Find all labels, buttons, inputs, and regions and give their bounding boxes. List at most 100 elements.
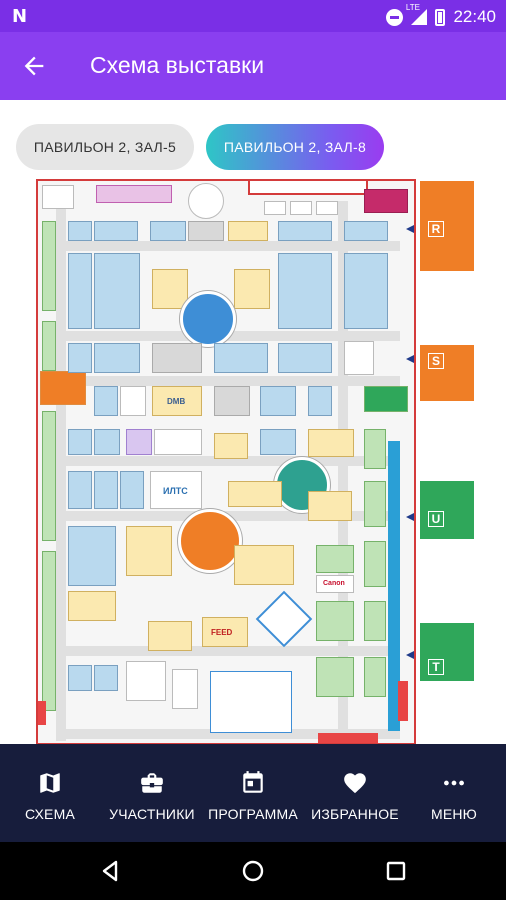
conference-block-r[interactable]: R (420, 181, 474, 271)
booth[interactable] (68, 526, 116, 586)
nav-map[interactable]: СХЕМА (24, 744, 76, 842)
nav-participants[interactable]: УЧАСТНИКИ (104, 744, 200, 842)
booth[interactable] (364, 541, 386, 587)
booth[interactable] (260, 386, 296, 416)
booth[interactable] (278, 253, 332, 329)
exhibition-map[interactable]: DMB ИЛТС (0, 175, 506, 745)
booth[interactable] (228, 221, 268, 241)
booth[interactable] (94, 665, 118, 691)
conference-block-s[interactable]: S (420, 345, 474, 401)
heart-icon (344, 773, 366, 794)
booth[interactable] (188, 183, 224, 219)
booth[interactable] (308, 429, 354, 457)
booth[interactable] (94, 221, 138, 241)
booth[interactable] (68, 343, 92, 373)
recents-square-icon[interactable] (384, 859, 408, 883)
booth[interactable] (188, 221, 224, 241)
booth[interactable] (68, 665, 92, 691)
nav-map-label: СХЕМА (25, 806, 75, 822)
booth[interactable] (126, 661, 166, 701)
booth[interactable] (364, 657, 386, 697)
booth[interactable] (214, 343, 268, 373)
booth-green[interactable] (364, 386, 408, 412)
booth[interactable] (120, 471, 144, 509)
arrow-left-icon[interactable] (20, 52, 48, 80)
booth[interactable] (68, 221, 92, 241)
booth-red-label[interactable] (364, 189, 408, 213)
nav-menu[interactable]: МЕНЮ (428, 744, 480, 842)
booth[interactable] (68, 591, 116, 621)
booth[interactable] (308, 386, 332, 416)
nav-menu-label: МЕНЮ (430, 806, 478, 822)
booth[interactable] (255, 590, 313, 648)
booth[interactable] (364, 601, 386, 641)
conference-block-t[interactable]: T (420, 623, 474, 681)
booth[interactable] (234, 269, 270, 309)
booth[interactable] (234, 545, 294, 585)
booth[interactable] (308, 491, 352, 521)
booth[interactable] (344, 221, 388, 241)
tab-hall-5[interactable]: ПАВИЛЬОН 2, ЗАЛ-5 (16, 124, 194, 170)
nav-favorites[interactable]: ИЗБРАННОЕ (306, 744, 404, 842)
booth[interactable] (214, 386, 250, 416)
booth[interactable] (120, 386, 146, 416)
hall-tabs: ПАВИЛЬОН 2, ЗАЛ-5 ПАВИЛЬОН 2, ЗАЛ-8 (0, 100, 506, 175)
booth[interactable] (42, 221, 56, 311)
booth[interactable] (126, 526, 172, 576)
calendar-icon (243, 771, 263, 793)
back-triangle-icon[interactable] (98, 859, 122, 883)
feed-logo: FEED (211, 628, 233, 637)
aisle (56, 646, 400, 656)
conference-block-u[interactable]: U (420, 481, 474, 539)
booth[interactable] (42, 321, 56, 371)
booth-ilts[interactable]: ИЛТС (150, 471, 202, 509)
booth[interactable] (364, 429, 386, 469)
booth[interactable] (42, 411, 56, 541)
booth[interactable] (260, 429, 296, 455)
booth[interactable] (150, 221, 186, 241)
home-circle-icon[interactable] (241, 859, 265, 883)
booth[interactable] (344, 253, 388, 329)
booth[interactable] (264, 201, 286, 215)
booth[interactable] (42, 551, 56, 711)
booth[interactable] (96, 185, 172, 203)
conference-letter: T (428, 659, 444, 675)
booth-orange[interactable] (40, 371, 86, 405)
booth[interactable] (316, 545, 354, 573)
square-circle-orange[interactable] (178, 509, 242, 573)
nav-program[interactable]: ПРОГРАММА (204, 744, 302, 842)
booth[interactable] (94, 343, 140, 373)
booth[interactable] (152, 343, 202, 373)
booth[interactable] (316, 601, 354, 641)
booth[interactable] (278, 221, 332, 241)
booth[interactable] (316, 201, 338, 215)
booth[interactable] (42, 185, 74, 209)
booth[interactable] (214, 433, 248, 459)
booth[interactable] (148, 621, 192, 651)
booth[interactable] (228, 481, 282, 507)
booth[interactable] (152, 269, 188, 309)
booth[interactable] (364, 481, 386, 527)
booth[interactable] (68, 253, 92, 329)
booth-canon[interactable]: Canon (316, 575, 354, 593)
booth[interactable] (94, 386, 118, 416)
booth[interactable] (210, 671, 292, 733)
tab-hall-8[interactable]: ПАВИЛЬОН 2, ЗАЛ-8 (206, 124, 384, 170)
nav-participants-label: УЧАСТНИКИ (109, 806, 195, 822)
booth[interactable] (172, 669, 198, 709)
booth[interactable] (278, 343, 332, 373)
booth[interactable] (126, 429, 152, 455)
booth[interactable] (344, 341, 374, 375)
square-circle-blue[interactable] (180, 291, 236, 347)
booth[interactable] (68, 429, 92, 455)
booth-feed[interactable]: FEED (202, 617, 248, 647)
booth[interactable] (316, 657, 354, 697)
booth-dmb[interactable]: DMB (152, 386, 202, 416)
booth[interactable] (94, 253, 140, 329)
booth[interactable] (154, 429, 202, 455)
booth[interactable] (290, 201, 312, 215)
booth[interactable] (94, 429, 120, 455)
booth[interactable] (68, 471, 92, 509)
booth[interactable] (94, 471, 118, 509)
